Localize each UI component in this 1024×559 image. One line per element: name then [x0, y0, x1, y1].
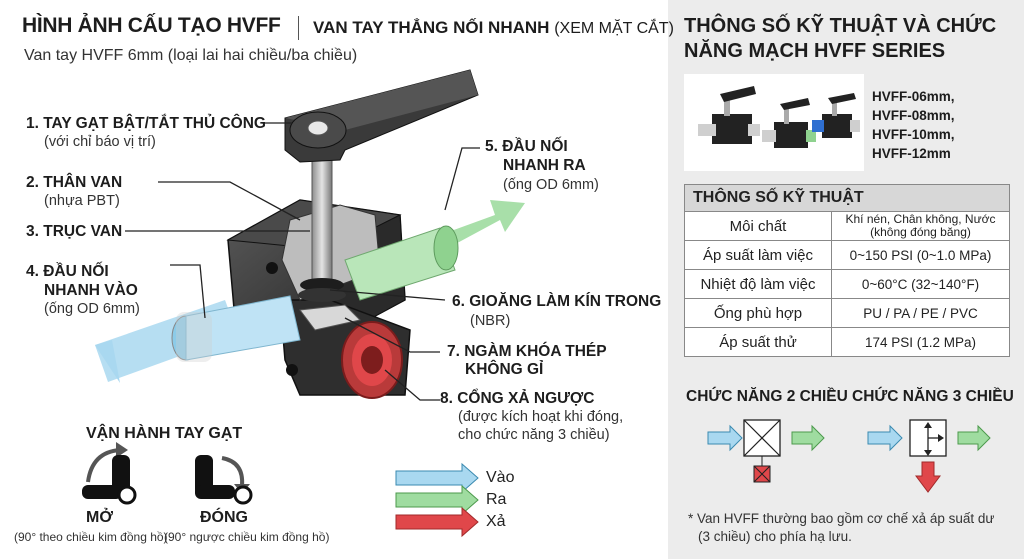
function-symbols [707, 419, 991, 493]
lever-open-label: MỞ [86, 509, 113, 526]
spec-key: Ống phù hợp [684, 298, 832, 328]
legend-arrow-out [395, 484, 479, 516]
part-note-body: (nhựa PBT) [44, 193, 120, 209]
footnote-line: (3 chiều) cho phía hạ lưu. [698, 529, 852, 544]
part-label-lever: 1. TAY GẠT BẬT/TẮT THỦ CÔNG [26, 115, 266, 132]
lever-close-label: ĐÓNG [200, 509, 248, 526]
part-note-exhaust-line1: (được kích hoạt khi đóng, [458, 409, 624, 425]
three-way-symbol [867, 419, 991, 493]
two-way-symbol [707, 419, 825, 483]
table-row: Áp suất làm việc 0~150 PSI (0~1.0 MPa) [684, 240, 1010, 270]
part-note-exhaust-line2: cho chức năng 3 chiều) [458, 427, 610, 443]
legend-arrow-in [395, 462, 479, 494]
spec-value: 0~60°C (32~140°F) [831, 269, 1010, 299]
outlet-flow-arrow [440, 200, 525, 248]
page-title: HÌNH ẢNH CẤU TẠO HVFF [22, 14, 281, 37]
legend-exhaust-label: Xả [486, 513, 506, 530]
steel-clip [299, 304, 361, 331]
footnote: * Van HVFF thường bao gồm cơ chế xả áp s… [688, 510, 1018, 546]
part-label-inlet-line2: NHANH VÀO [44, 282, 138, 299]
footnote-line: * Van HVFF thường bao gồm cơ chế xả áp s… [688, 511, 995, 526]
model-item: HVFF-12mm [872, 146, 951, 161]
page-subtitle: VAN TAY THẲNG NỐI NHANH (XEM MẶT CẮT) [313, 18, 674, 37]
leader-lines [125, 122, 480, 401]
function-2way-title: CHỨC NĂNG 2 CHIỀU [686, 388, 848, 405]
valve-cutaway-illustration [82, 69, 525, 538]
lever-open-note: (90° theo chiều kim đồng hồ) [14, 530, 168, 544]
lever-operation-title: VẬN HÀNH TAY GẠT [86, 425, 243, 442]
function-3way-title: CHỨC NĂNG 3 CHIỀU [852, 388, 1014, 405]
part-label-body: 2. THÂN VAN [26, 174, 123, 191]
inner-seal [298, 278, 346, 302]
outlet-passage [344, 225, 459, 301]
part-label-exhaust: 8. CỔNG XẢ NGƯỢC [440, 390, 595, 407]
valve-12-image [812, 93, 860, 138]
part-label-inlet-line1: 4. ĐẦU NỐI [26, 263, 109, 280]
part-label-seal: 6. GIOĂNG LÀM KÍN TRONG [452, 293, 662, 310]
table-row: Áp suất thử 174 PSI (1.2 MPa) [684, 327, 1010, 357]
part-label-outlet-line1: 5. ĐẦU NỐI [485, 138, 568, 155]
spec-key: Nhiệt độ làm việc [684, 269, 832, 299]
part-label-outlet-line2: NHANH RA [503, 157, 586, 174]
valve-stem [311, 159, 333, 291]
legend-outlet-label: Ra [486, 491, 507, 508]
spec-key: Áp suất thử [684, 327, 832, 357]
title-divider [298, 16, 299, 40]
spec-value: 174 PSI (1.2 MPa) [831, 327, 1010, 357]
page-description: Van tay HVFF 6mm (loại lai hai chiều/ba … [24, 47, 358, 64]
valve-06-image [698, 86, 760, 144]
table-row: Ống phù hợp PU / PA / PE / PVC [684, 298, 1010, 328]
spec-table: THÔNG SỐ KỸ THUẬT Môi chất Khí nén, Chân… [684, 184, 1010, 357]
legend-inlet-label: Vào [486, 469, 515, 486]
lever-open-icon [82, 442, 137, 505]
specs-title: THÔNG SỐ KỸ THUẬT VÀ CHỨC NĂNG MẠCH HVFF… [684, 15, 997, 62]
model-list: HVFF-06mm, HVFF-08mm, HVFF-10mm, HVFF-12… [872, 87, 955, 163]
part-label-stem: 3. TRỤC VAN [26, 223, 123, 240]
spec-value: Khí nén, Chân không, Nước (không đóng bă… [831, 211, 1010, 241]
exhaust-port [341, 321, 403, 399]
spec-value: PU / PA / PE / PVC [831, 298, 1010, 328]
inlet-passage [171, 295, 301, 362]
part-note-inlet: (ống OD 6mm) [44, 301, 140, 317]
lever-close-icon [195, 455, 253, 505]
part-note-seal: (NBR) [470, 313, 511, 329]
model-item: HVFF-06mm, [872, 89, 955, 104]
spec-value: 0~150 PSI (0~1.0 MPa) [831, 240, 1010, 270]
model-item: HVFF-08mm, [872, 108, 955, 123]
lever-close-note: (90° ngược chiều kim đồng hồ) [164, 530, 330, 544]
lever-handle [284, 69, 479, 163]
part-label-clip-line2: KHÔNG GỈ [465, 361, 544, 378]
spec-key: Áp suất làm việc [684, 240, 832, 270]
product-photo-drawing [698, 86, 860, 148]
spec-key: Môi chất [684, 211, 832, 241]
valve-10-image [762, 98, 816, 148]
part-note-outlet: (ống OD 6mm) [503, 177, 599, 193]
table-row: Nhiệt độ làm việc 0~60°C (32~140°F) [684, 269, 1010, 299]
legend-arrow-exhaust [395, 506, 479, 538]
part-label-clip-line1: 7. NGÀM KHÓA THÉP [447, 343, 607, 360]
table-row: Môi chất Khí nén, Chân không, Nước (khôn… [684, 211, 1010, 241]
product-photo [684, 74, 864, 171]
spec-table-header: THÔNG SỐ KỸ THUẬT [684, 184, 1010, 212]
part-note-lever: (với chỉ báo vị trí) [44, 134, 156, 150]
model-item: HVFF-10mm, [872, 127, 955, 142]
